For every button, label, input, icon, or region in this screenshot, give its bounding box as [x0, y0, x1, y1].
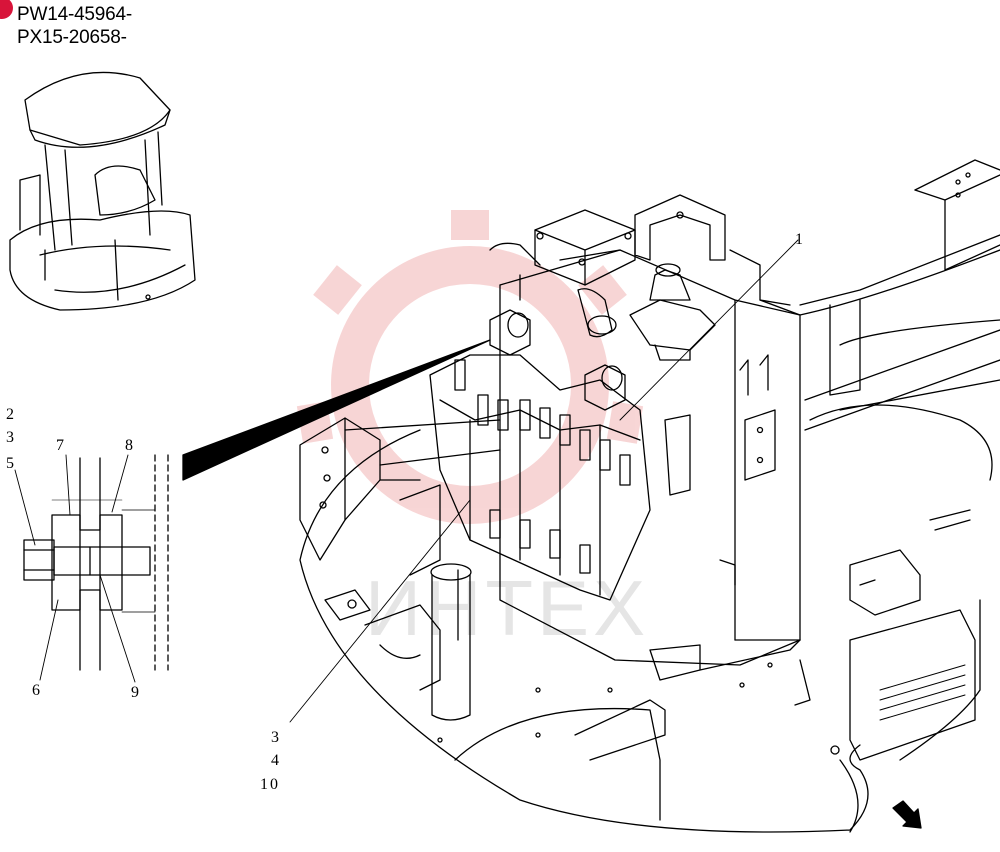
callout-detail-2: 2: [6, 406, 16, 423]
callout-detail-6: 6: [32, 682, 42, 699]
callout-group-3: 3: [271, 729, 281, 746]
callout-detail-8: 8: [125, 437, 135, 454]
watermark: ИНТЕХ: [296, 210, 645, 652]
callout-1: 1: [795, 231, 805, 248]
callout-group-4: 4: [271, 752, 281, 769]
leader-line-3-4-10: [289, 499, 471, 723]
leader-line-1: [619, 239, 799, 421]
main-assembly: [299, 159, 1000, 833]
corner-badge: [0, 0, 13, 19]
callout-detail-9: 9: [131, 684, 141, 701]
callout-detail-7: 7: [56, 437, 66, 454]
direction-arrow-icon: [892, 800, 922, 829]
serial-range-2: PX15-20658-: [17, 27, 127, 48]
pointer-wedge: [182, 339, 491, 481]
bolt-detail-view: [14, 454, 169, 683]
callout-group-10: 10: [260, 776, 280, 793]
serial-range-1: PW14-45964-: [17, 4, 133, 25]
machine-thumbnail: [9, 71, 196, 311]
callout-detail-5: 5: [6, 455, 16, 472]
callout-detail-3: 3: [6, 429, 16, 446]
